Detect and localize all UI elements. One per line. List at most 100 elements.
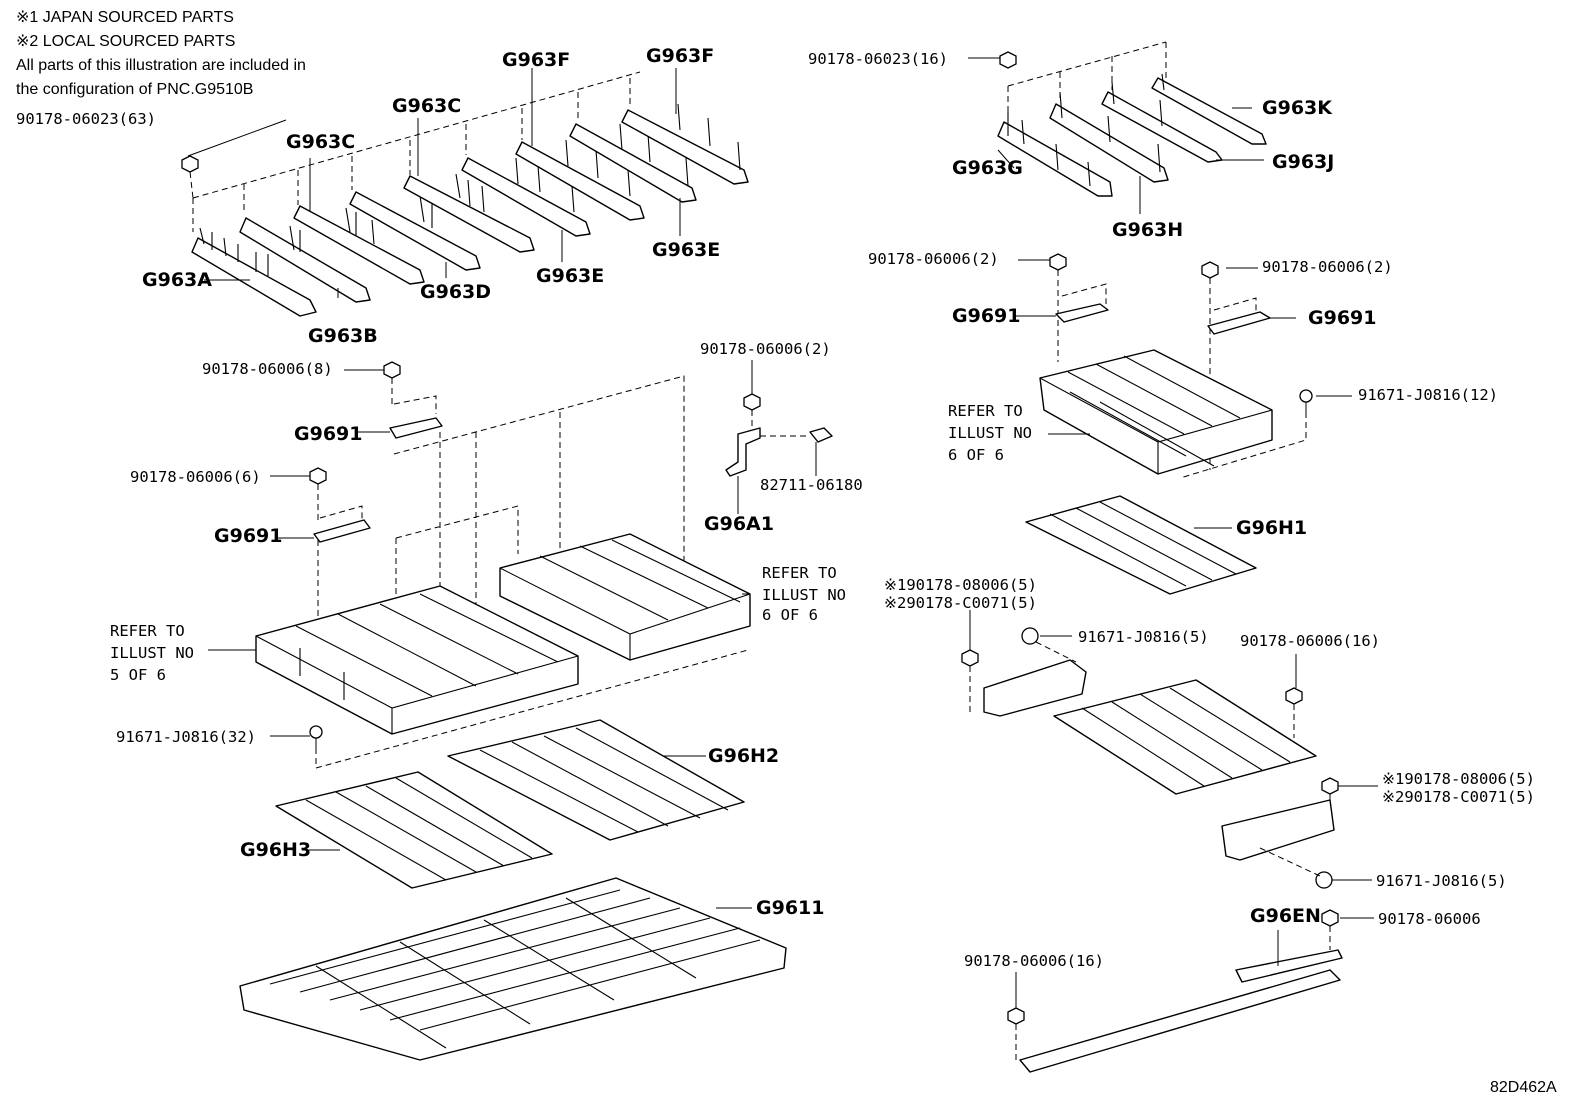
bracket-lower-a[interactable] (983, 659, 1087, 717)
battery-module-right[interactable] (1039, 349, 1273, 475)
note-configuration-2: the configuration of PNC.G9510B (16, 81, 254, 98)
tray-frame-lower[interactable] (1053, 679, 1317, 795)
part-code-label[interactable]: G96H1 (1236, 517, 1307, 539)
part-code-label[interactable]: G96EN (1250, 905, 1321, 927)
bracket-g963c-2[interactable] (403, 173, 535, 253)
nut-icon[interactable] (1007, 1007, 1025, 1025)
part-code-label[interactable]: G963J (1272, 151, 1334, 173)
battery-module-center[interactable] (499, 533, 751, 661)
bracket-g963f-2[interactable] (621, 103, 749, 185)
bracket-g963k[interactable] (1151, 73, 1267, 145)
part-number-label: 90178-06023(63) (16, 110, 156, 128)
part-code-label[interactable]: G9691 (1308, 307, 1376, 329)
bolt-icon[interactable] (1315, 871, 1333, 889)
bracket-g963j[interactable] (1101, 81, 1223, 163)
part-code-label[interactable]: G963K (1262, 97, 1333, 119)
battery-tray-g9611[interactable] (239, 877, 787, 1061)
bolt-icon[interactable] (1021, 627, 1039, 645)
part-number-label: 82711-06180 (760, 476, 863, 494)
part-code-label[interactable]: G9691 (214, 525, 282, 547)
part-number-label: 91671-J0816(32) (116, 728, 256, 746)
illustration-notes: ※1 JAPAN SOURCED PARTS ※2 LOCAL SOURCED … (16, 6, 306, 102)
part-number-label: 90178-06006 (1378, 910, 1481, 928)
part-code-label[interactable]: G963H (1112, 219, 1183, 241)
part-code-label[interactable]: G963E (536, 265, 604, 287)
bolt-icon[interactable] (1299, 389, 1313, 412)
part-code-label[interactable]: G96H3 (240, 839, 311, 861)
diagram-id: 82D462A (1490, 1079, 1557, 1096)
part-number-label: 90178-06006(16) (964, 952, 1104, 970)
clip-g9691-left-b[interactable] (313, 519, 371, 543)
bracket-g963e-2[interactable] (569, 123, 697, 203)
nut-icon[interactable] (1201, 261, 1219, 279)
sensor-bracket-g96a1[interactable] (725, 427, 761, 477)
part-code-label[interactable]: G963D (420, 281, 491, 303)
part-number-label: 91671-J0816(12) (1358, 386, 1498, 404)
bracket-g963c-1[interactable] (293, 205, 425, 285)
cover-g96h3[interactable] (275, 771, 553, 889)
nut-icon[interactable] (309, 467, 327, 485)
refer-note-line: REFER TO (762, 564, 837, 582)
nut-icon[interactable] (1049, 253, 1067, 271)
part-code-label[interactable]: G96A1 (704, 513, 774, 535)
battery-module-left[interactable] (255, 585, 579, 735)
part-code-label[interactable]: G9691 (952, 305, 1020, 327)
bracket-g96en[interactable] (1235, 949, 1343, 983)
note-japan-sourced: ※1 JAPAN SOURCED PARTS (16, 9, 234, 26)
nut-icon[interactable] (1321, 777, 1339, 795)
bracket-g963d[interactable] (349, 191, 481, 271)
nut-icon[interactable] (999, 51, 1017, 69)
part-code-label[interactable]: G96H2 (708, 745, 779, 767)
refer-note-line: REFER TO (110, 622, 185, 640)
refer-note-line: ILLUST NO (110, 644, 194, 662)
bolt-icon[interactable] (309, 725, 323, 748)
nut-icon[interactable] (181, 155, 199, 173)
labels: 90178-06023(63) G963C G963C G963F G963F … (16, 45, 1557, 1096)
nut-icon[interactable] (961, 649, 979, 667)
bracket-g963e-1[interactable] (461, 157, 591, 237)
cover-g96h2[interactable] (447, 719, 745, 841)
nut-icon[interactable] (383, 361, 401, 379)
nut-icon[interactable] (1285, 687, 1303, 705)
bracket-group-top-right (968, 41, 1267, 214)
bracket-g963h[interactable] (1049, 91, 1169, 183)
part-code-label[interactable]: G963F (502, 49, 570, 71)
part-code-label[interactable]: G963G (952, 157, 1023, 179)
part-number-label: 90178-06006(2) (1262, 258, 1393, 276)
part-code-label[interactable]: G963A (142, 269, 212, 291)
part-number-label: 91671-J0816(5) (1078, 628, 1209, 646)
nut-icon[interactable] (743, 393, 761, 411)
refer-note-line: 6 OF 6 (762, 606, 818, 624)
bracket-g963a[interactable] (191, 227, 317, 317)
refer-note-line: ILLUST NO (948, 424, 1032, 442)
bracket-lower-b[interactable] (1221, 799, 1335, 861)
lower-right-group (961, 610, 1378, 1073)
part-number-label: ※190178-08006(5) (1382, 770, 1535, 788)
bracket-g963f-1[interactable] (515, 139, 645, 221)
part-code-label[interactable]: G963F (646, 45, 714, 67)
sensor-82711-06180[interactable] (809, 427, 833, 443)
clip-g9691-left-a[interactable] (389, 417, 443, 439)
part-code-label[interactable]: G9691 (294, 423, 362, 445)
part-code-label[interactable]: G963E (652, 239, 720, 261)
side-rail-lower[interactable] (1019, 969, 1341, 1073)
clip-g9691-right-a[interactable] (1055, 303, 1109, 323)
nut-icon[interactable] (1321, 909, 1339, 927)
note-local-sourced: ※2 LOCAL SOURCED PARTS (16, 33, 236, 50)
battery-stack-right (1014, 253, 1352, 479)
bracket-g963g[interactable] (997, 112, 1113, 197)
bracket-g963b[interactable] (239, 217, 371, 303)
part-code-label[interactable]: G963C (392, 95, 461, 117)
part-code-label[interactable]: G9611 (756, 897, 824, 919)
part-number-label: 91671-J0816(5) (1376, 872, 1507, 890)
refer-note-line: ILLUST NO (762, 586, 846, 604)
refer-note-line: 6 OF 6 (948, 446, 1004, 464)
cover-g96h1[interactable] (1025, 495, 1257, 595)
refer-note-line: REFER TO (948, 402, 1023, 420)
part-code-label[interactable]: G963B (308, 325, 378, 347)
part-number-label: 90178-06006(8) (202, 360, 333, 378)
part-number-label: 90178-06023(16) (808, 50, 948, 68)
part-code-label[interactable]: G963C (286, 131, 355, 153)
clip-g9691-right-b[interactable] (1207, 311, 1271, 335)
